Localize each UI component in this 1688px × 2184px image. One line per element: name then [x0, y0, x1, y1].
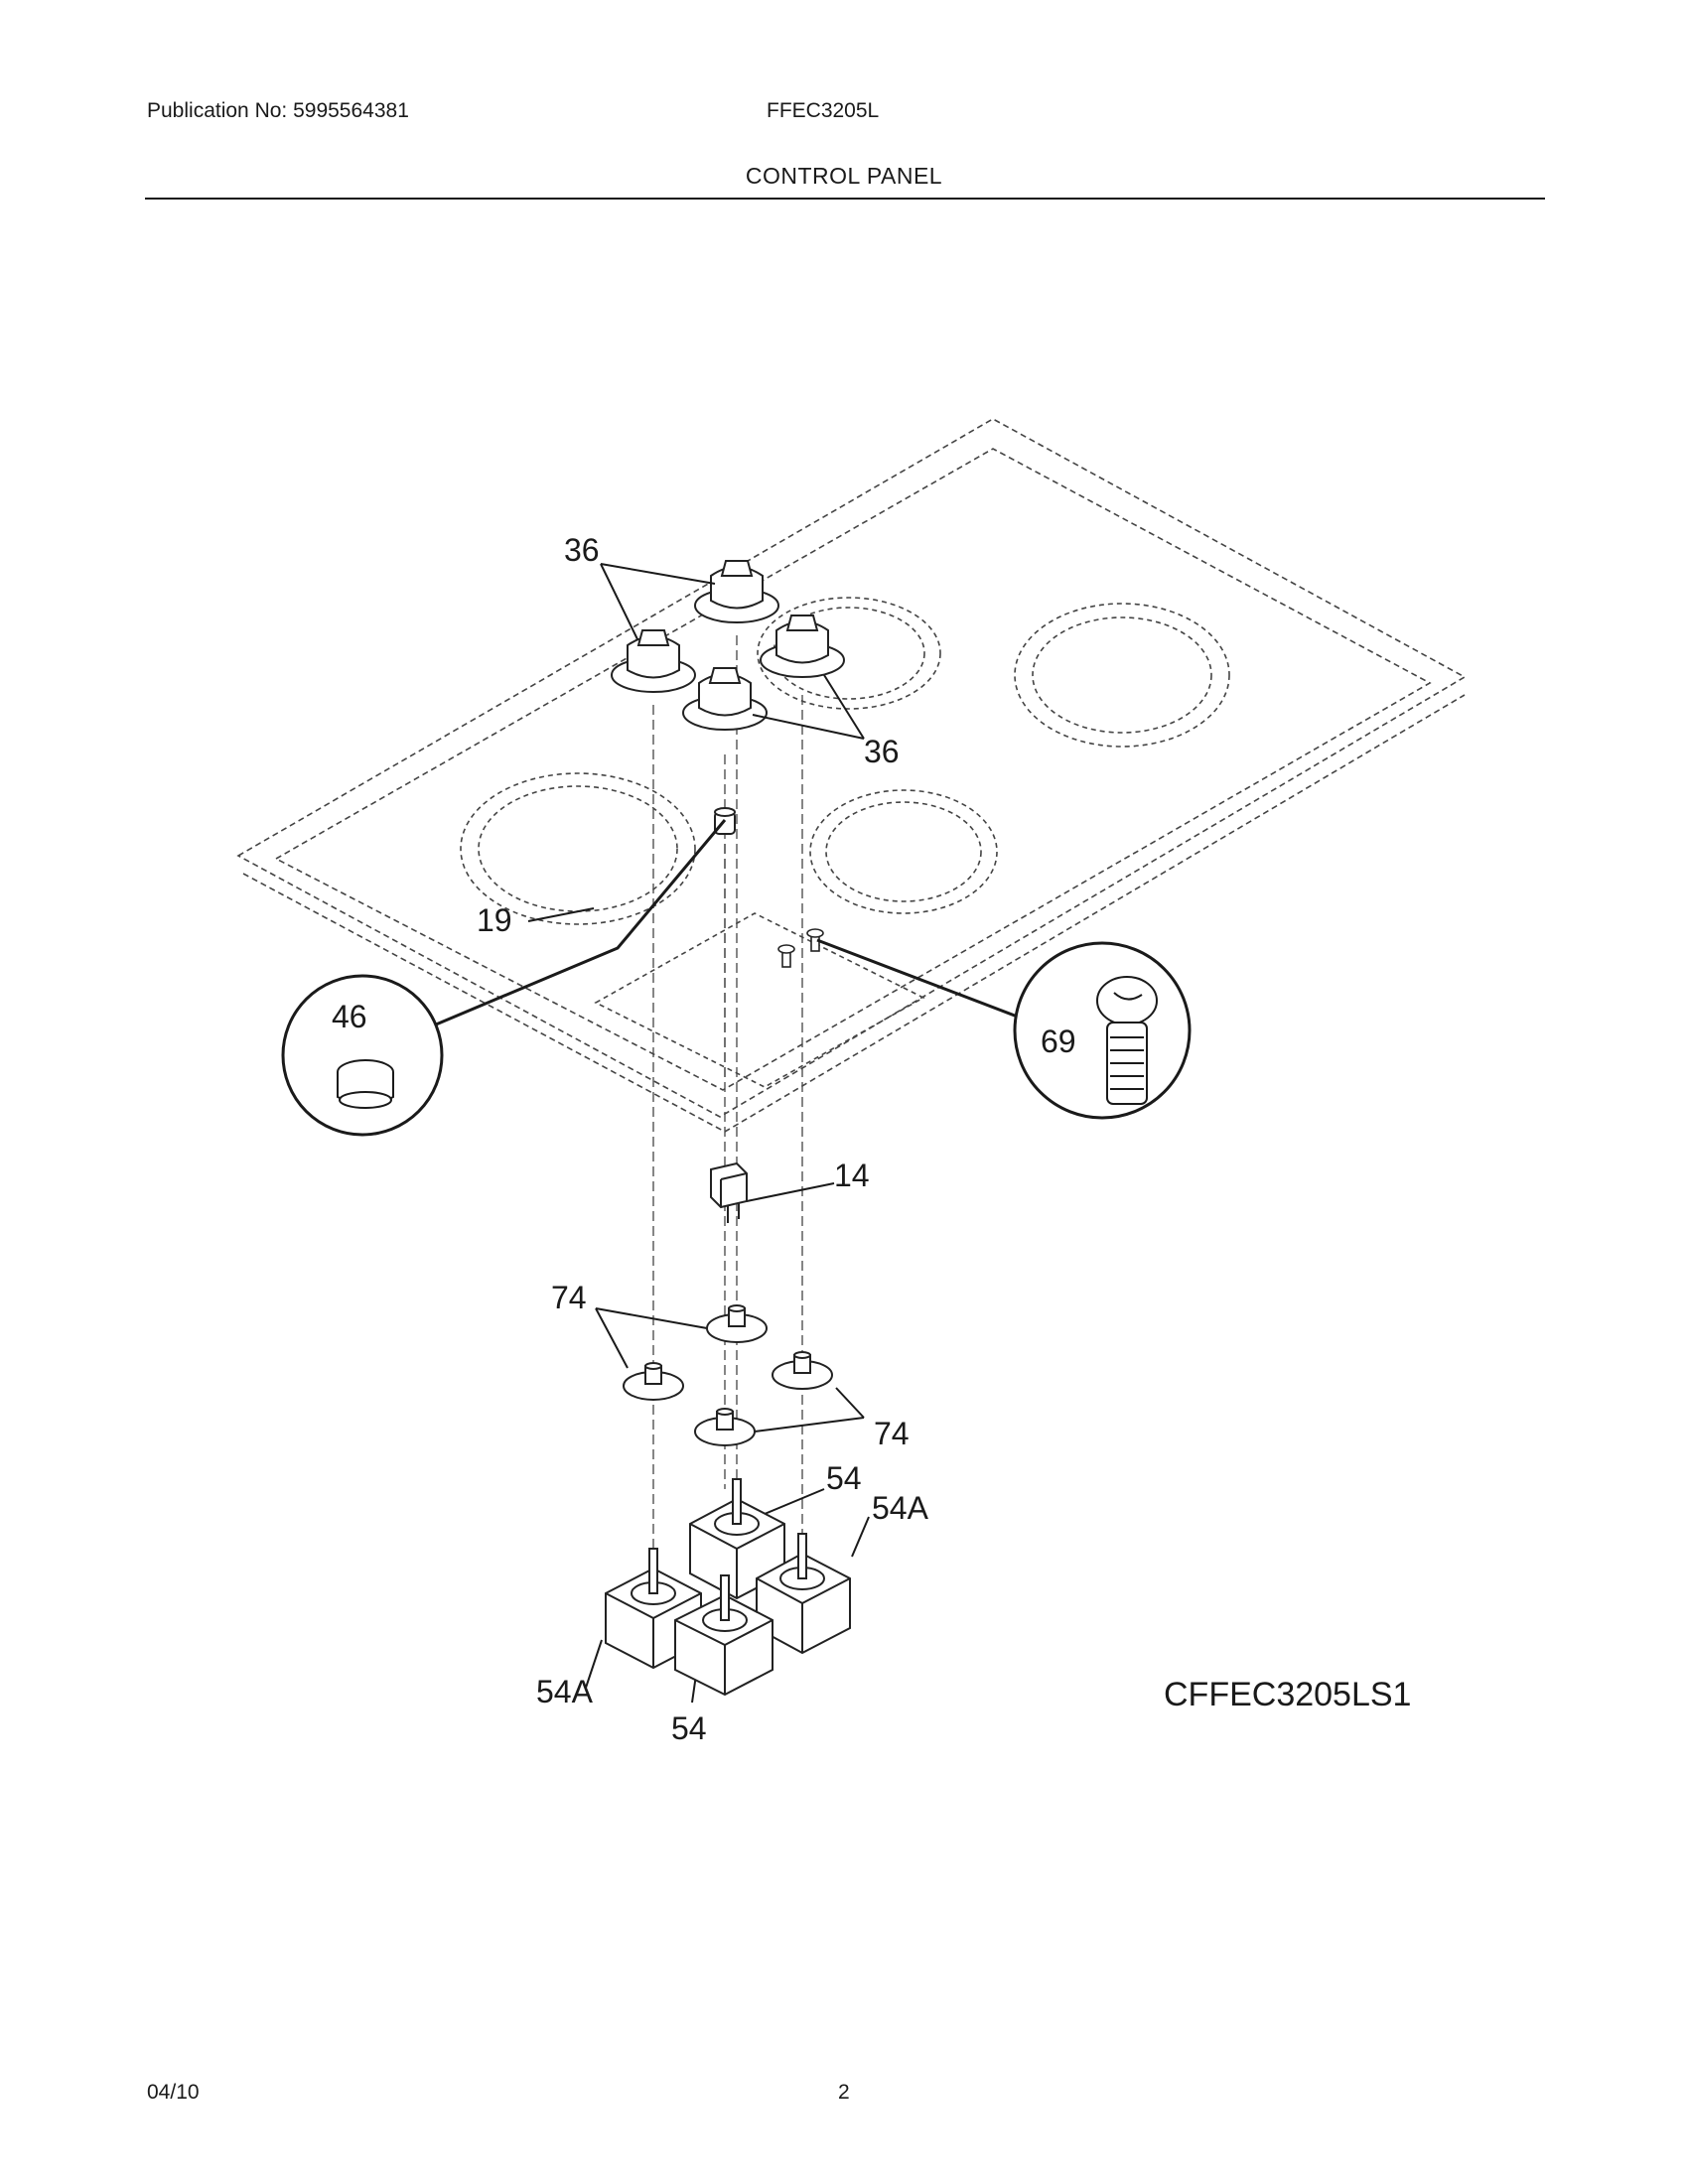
- callout-74-right: 74: [874, 1416, 910, 1451]
- cooktop-burners: [460, 597, 1230, 925]
- control-knob: [611, 629, 696, 693]
- callout-36-top: 36: [564, 532, 600, 568]
- model-number: FFEC3205L: [767, 99, 880, 122]
- leader-lines: [416, 563, 1029, 1704]
- callout-54-bottom: 54: [671, 1710, 707, 1746]
- callout-54-top: 54: [826, 1460, 862, 1496]
- header-rule: [145, 198, 1545, 200]
- spacer: [706, 1304, 768, 1343]
- spacer: [772, 1351, 833, 1390]
- spacer: [694, 1408, 756, 1446]
- spacer-group: [623, 1304, 833, 1446]
- callout-19: 19: [477, 902, 512, 938]
- control-knob-group: [611, 560, 845, 731]
- switch-group: [605, 1478, 851, 1697]
- infinite-switch: [756, 1533, 851, 1655]
- control-knob: [682, 667, 768, 731]
- callout-54a-right: 54A: [872, 1490, 929, 1526]
- indicator-light: [710, 1161, 748, 1223]
- section-title: CONTROL PANEL: [745, 163, 943, 189]
- infinite-switch: [674, 1574, 774, 1697]
- spacer: [623, 1362, 684, 1401]
- callout-54a-left: 54A: [536, 1674, 594, 1709]
- infinite-switch: [689, 1478, 785, 1600]
- publication-number: Publication No: 5995564381: [147, 99, 409, 122]
- control-knob: [694, 560, 779, 623]
- footer-date: 04/10: [147, 2081, 200, 2104]
- cooktop-screws: [777, 928, 824, 968]
- callout-69: 69: [1041, 1024, 1076, 1059]
- alignment-lines: [652, 635, 803, 1593]
- callout-74-left: 74: [551, 1280, 587, 1315]
- callout-14: 14: [834, 1158, 870, 1193]
- screw-detail-circle: [1013, 941, 1192, 1120]
- footer-page-number: 2: [838, 2081, 850, 2104]
- callout-46: 46: [332, 999, 367, 1034]
- diagram-code: CFFEC3205LS1: [1164, 1676, 1411, 1713]
- callout-36-right: 36: [864, 734, 900, 769]
- plug-button: [714, 807, 736, 835]
- control-cutout: [594, 912, 925, 1088]
- plug-detail-circle: [281, 974, 444, 1137]
- control-knob: [760, 614, 845, 678]
